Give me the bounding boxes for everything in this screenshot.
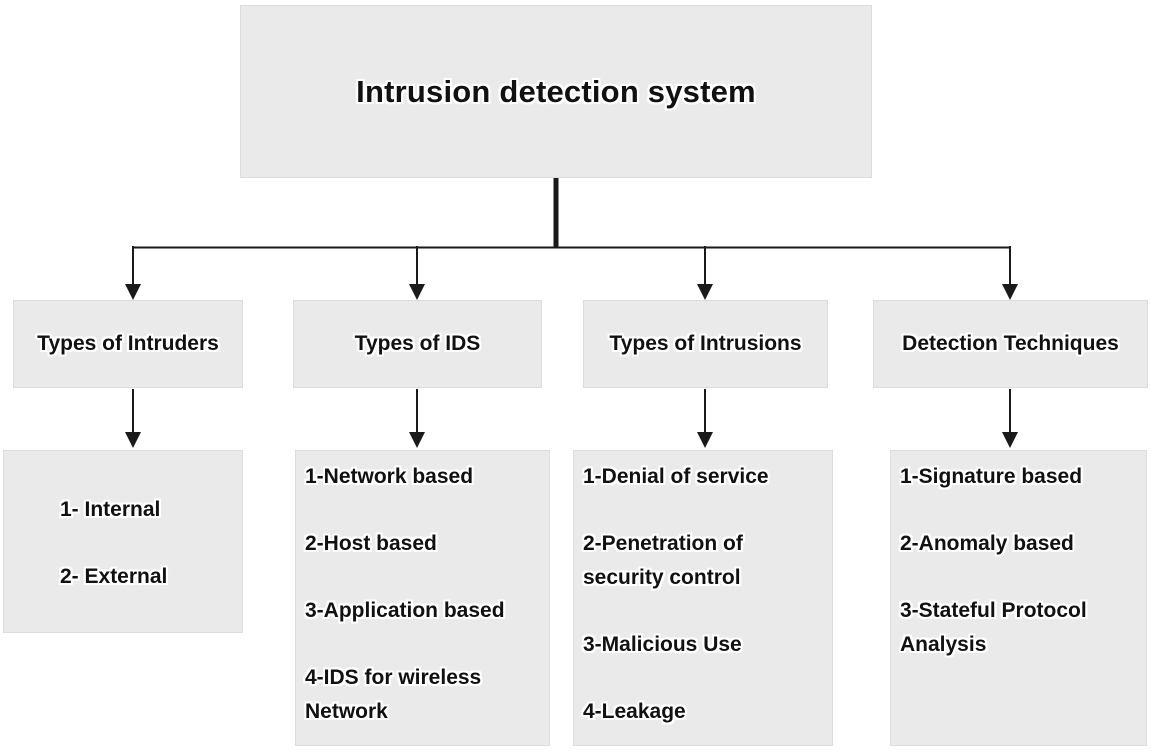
list-item: 3-Application based <box>305 599 505 622</box>
list-types-of-intrusions: 1-Denial of service 2-Penetration of sec… <box>573 450 833 746</box>
list-item: 3-Stateful Protocol Analysis <box>900 599 1087 656</box>
node-title: Detection Techniques <box>902 332 1119 355</box>
arrow-to-types-of-intrusions <box>697 246 713 300</box>
arrow-ids-list <box>409 389 425 448</box>
arrow-to-detection-techniques <box>1002 246 1018 300</box>
node-types-of-ids: Types of IDS <box>293 300 542 388</box>
arrow-techniques-list <box>1002 389 1018 448</box>
list-item: 4-IDS for wireless Network <box>305 666 482 723</box>
list-item: 1-Network based <box>305 465 474 488</box>
arrow-intrusions-list <box>697 389 713 448</box>
list-item: 1-Signature based <box>900 465 1083 488</box>
list-types-of-intruders: 1- Internal 2- External <box>3 450 243 633</box>
node-title: Types of IDS <box>354 332 481 355</box>
list-item: 2-Host based <box>305 532 437 555</box>
arrow-intruders-list <box>125 389 141 448</box>
list-item: 3-Malicious Use <box>583 633 742 656</box>
list-item: 4-Leakage <box>583 700 686 723</box>
list-item: 2-Anomaly based <box>900 532 1074 555</box>
root-title: Intrusion detection system <box>356 73 756 109</box>
list-types-of-ids: 1-Network based 2-Host based 3-Applicati… <box>295 450 550 746</box>
node-types-of-intrusions: Types of Intrusions <box>583 300 828 388</box>
node-title: Types of Intruders <box>37 332 219 355</box>
list-detection-techniques: 1-Signature based 2-Anomaly based 3-Stat… <box>890 450 1147 746</box>
node-title: Types of Intrusions <box>609 332 802 355</box>
arrow-to-types-of-ids <box>409 246 425 300</box>
node-types-of-intruders: Types of Intruders <box>13 300 243 388</box>
list-item: 1- Internal <box>60 498 161 521</box>
list-item: 2- External <box>60 565 168 588</box>
list-item: 1-Denial of service <box>583 465 769 488</box>
node-detection-techniques: Detection Techniques <box>873 300 1148 388</box>
arrow-to-types-of-intruders <box>125 246 141 300</box>
list-item: 2-Penetration of security control <box>583 532 743 589</box>
root-node: Intrusion detection system <box>240 5 872 178</box>
